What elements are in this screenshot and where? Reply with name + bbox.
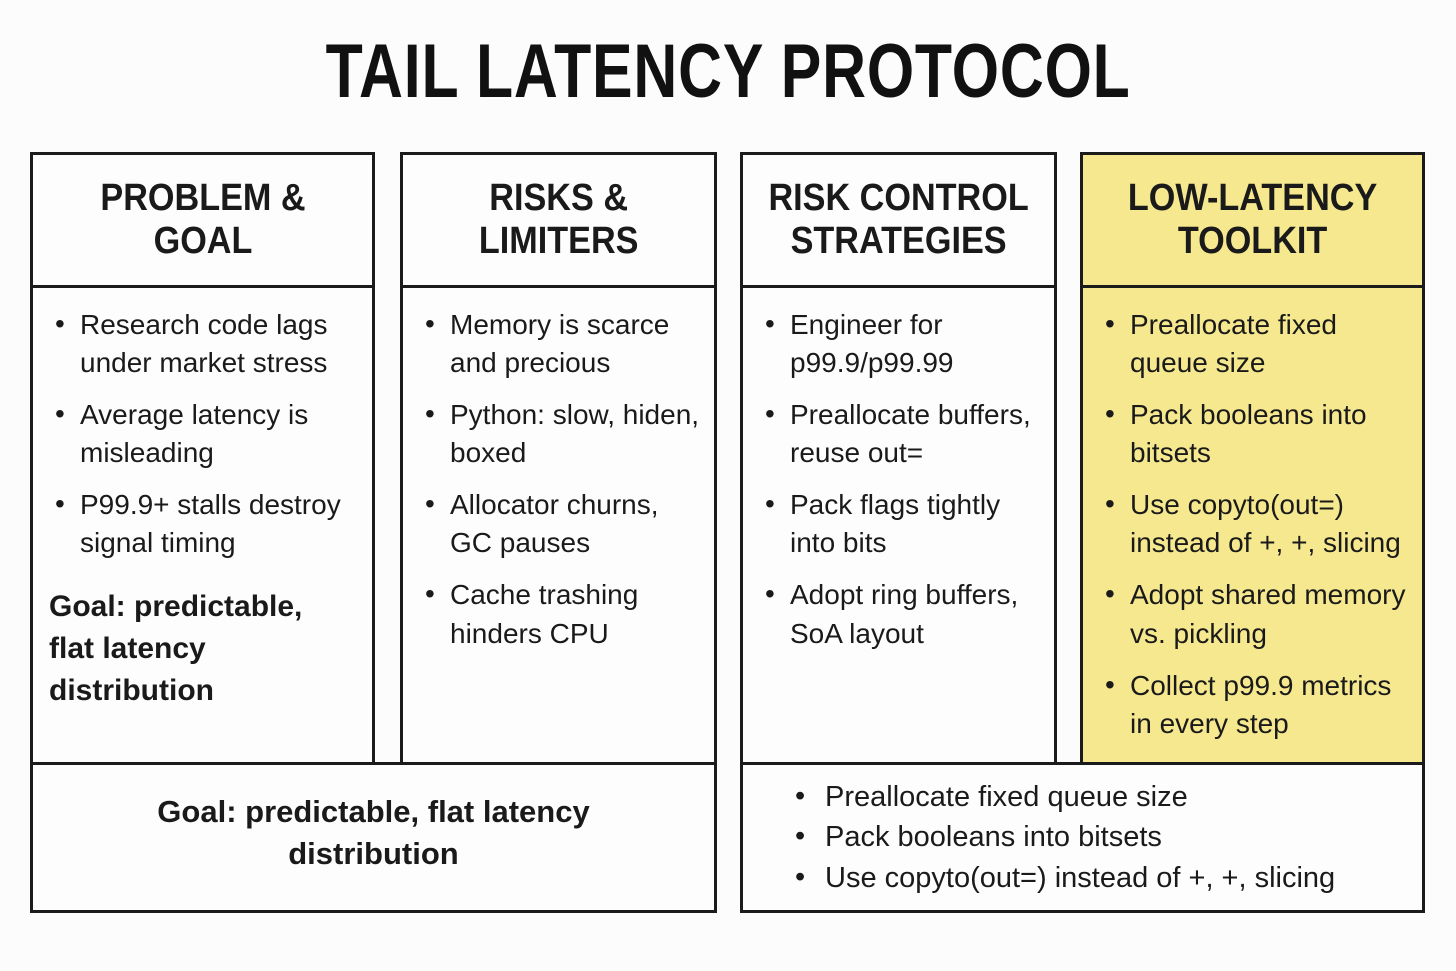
bullet-item: Pack booleans into bitsets [791, 816, 1335, 857]
bottom-toolkit-box: Preallocate fixed queue sizePack boolean… [740, 762, 1425, 913]
bullet-item: Average latency is misleading [53, 395, 358, 472]
column-header-label: PROBLEM & GOAL [99, 177, 306, 262]
column-header-label: LOW-LATENCY TOOLKIT [1127, 177, 1378, 262]
column-risk-control-strategies: RISK CONTROL STRATEGIES Engineer for p99… [740, 152, 1057, 765]
column-low-latency-toolkit-header: LOW-LATENCY TOOLKIT [1083, 155, 1422, 288]
bullet-item: Use copyto(out=) instead of +, +, slicin… [1103, 485, 1408, 562]
page-title: TAIL LATENCY PROTOCOL [0, 32, 1456, 112]
bullet-item: Preallocate buffers, reuse out= [763, 395, 1040, 472]
column-risk-control-strategies-header: RISK CONTROL STRATEGIES [743, 155, 1054, 288]
bullet-item: Engineer for p99.9/p99.99 [763, 305, 1040, 382]
bullet-item: P99.9+ stalls destroy signal timing [53, 485, 358, 562]
column-risks-limiters: RISKS & LIMITERS Memory is scarce and pr… [400, 152, 717, 765]
column-low-latency-toolkit: LOW-LATENCY TOOLKIT Preallocate fixed qu… [1080, 152, 1425, 765]
bottom-goal-text: Goal: predictable, flat latency distribu… [157, 793, 590, 871]
bullet-item: Research code lags under market stress [53, 305, 358, 382]
column-risks-limiters-header: RISKS & LIMITERS [403, 155, 714, 288]
protocol-board: PROBLEM & GOAL Research code lags under … [30, 152, 1425, 913]
page-title-text: TAIL LATENCY PROTOCOL [325, 29, 1131, 114]
bullet-item: Memory is scarce and precious [423, 305, 700, 382]
bullet-item: Use copyto(out=) instead of +, +, slicin… [791, 856, 1335, 898]
bullet-item: Pack booleans into bitsets [1103, 395, 1408, 472]
bullet-item: Pack flags tightly into bits [763, 485, 1040, 562]
bullet-item: Adopt shared memory vs. pickling [1103, 575, 1408, 652]
bullet-list-toolkit: Preallocate fixed queue sizePack boolean… [1083, 288, 1422, 743]
column-header-label: RISK CONTROL STRATEGIES [768, 177, 1029, 262]
bottom-toolkit-list: Preallocate fixed queue sizePack boolean… [743, 776, 1345, 898]
bullet-list-problem-goal: Research code lags under market stressAv… [33, 288, 372, 562]
bullet-list-risks-limiters: Memory is scarce and preciousPython: slo… [403, 288, 714, 653]
bullet-item: Allocator churns, GC pauses [423, 485, 700, 562]
column-header-label: RISKS & LIMITERS [478, 177, 639, 262]
column-problem-goal-header: PROBLEM & GOAL [33, 155, 372, 288]
bullet-item: Preallocate fixed queue size [1103, 305, 1408, 382]
goal-statement: Goal: predictable, flat latency distribu… [49, 590, 303, 708]
bullet-item: Cache trashing hinders CPU [423, 575, 700, 652]
bottom-goal-box: Goal: predictable, flat latency distribu… [30, 762, 717, 913]
bullet-list-risk-control: Engineer for p99.9/p99.99Preallocate buf… [743, 288, 1054, 653]
bullet-item: Preallocate fixed queue size [791, 776, 1335, 817]
bullet-item: Collect p99.9 metrics in every step [1103, 666, 1408, 743]
bullet-item: Adopt ring buffers, SoA layout [763, 575, 1040, 652]
bullet-item: Python: slow, hiden, boxed [423, 395, 700, 472]
column-problem-goal: PROBLEM & GOAL Research code lags under … [30, 152, 375, 765]
